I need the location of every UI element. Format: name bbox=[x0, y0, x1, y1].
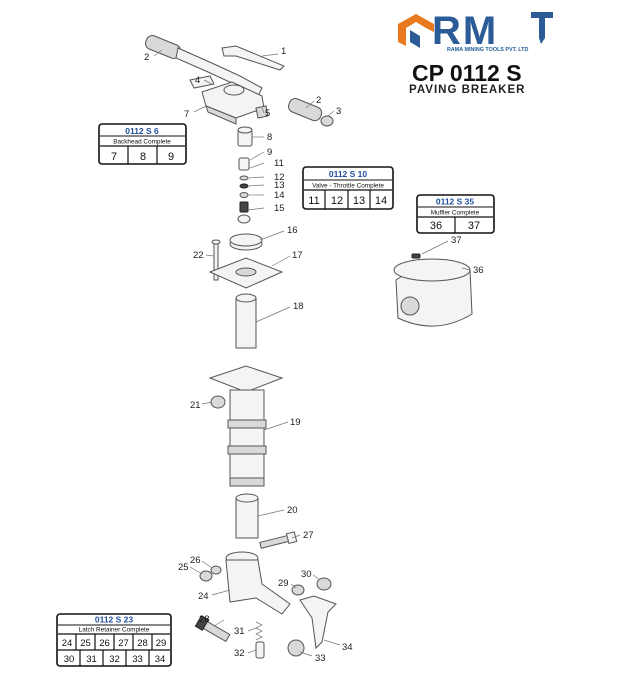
kit-name: Muffler Complete bbox=[431, 210, 480, 217]
leader-lines bbox=[153, 49, 471, 657]
kit-part-cell: 26 bbox=[99, 638, 110, 649]
handle-assembly bbox=[144, 35, 334, 127]
muffler-parts bbox=[393, 253, 473, 327]
callout-31: 31 bbox=[234, 626, 245, 637]
kit-part-cell: 24 bbox=[62, 638, 73, 649]
kit-part-cell: 36 bbox=[430, 220, 442, 232]
kit-part-cell: 8 bbox=[140, 151, 146, 163]
kit-part-cell: 33 bbox=[132, 654, 143, 665]
kit-part-cell: 31 bbox=[86, 654, 97, 665]
kit-box-muffler: 0112 S 35 Muffler Complete 36 37 bbox=[416, 194, 495, 234]
kit-part-cell: 28 bbox=[137, 638, 148, 649]
callout-26: 26 bbox=[190, 555, 201, 566]
company-logo: RM RAMA MINING TOOLS PVT. LTD bbox=[398, 9, 553, 53]
callout-2-right: 2 bbox=[316, 95, 321, 106]
callout-29: 29 bbox=[278, 578, 289, 589]
company-name: RAMA MINING TOOLS PVT. LTD bbox=[447, 47, 528, 53]
callout-3: 3 bbox=[336, 106, 341, 117]
product-subtitle: PAVING BREAKER bbox=[409, 84, 525, 96]
callout-34: 34 bbox=[342, 642, 353, 653]
callout-19: 19 bbox=[290, 417, 301, 428]
callout-12: 12 bbox=[274, 172, 285, 183]
callout-15: 15 bbox=[274, 203, 285, 214]
kit-part-cell: 30 bbox=[64, 654, 75, 665]
model-title: CP 0112 S bbox=[412, 60, 522, 86]
callout-16: 16 bbox=[287, 225, 298, 236]
cylinder-parts bbox=[208, 233, 284, 539]
callout-4: 4 bbox=[195, 75, 200, 86]
front-head-parts bbox=[194, 531, 337, 659]
callout-27: 27 bbox=[303, 530, 314, 541]
callout-36: 36 bbox=[473, 265, 484, 276]
callout-32: 32 bbox=[234, 648, 245, 659]
callout-17: 17 bbox=[292, 250, 303, 261]
callout-20: 20 bbox=[287, 505, 298, 516]
kit-box-valve-throttle: 0112 S 10 Valve - Throttle Complete 11 1… bbox=[302, 166, 394, 210]
callout-25: 25 bbox=[178, 562, 189, 573]
kit-part-cell: 13 bbox=[353, 195, 365, 207]
callout-7: 7 bbox=[184, 109, 189, 120]
kit-code: 0112 S 35 bbox=[436, 197, 475, 207]
callout-22: 22 bbox=[193, 250, 204, 261]
callout-24: 24 bbox=[198, 591, 209, 602]
callout-9: 9 bbox=[267, 147, 272, 158]
callout-30: 30 bbox=[301, 569, 312, 580]
kit-part-cell: 14 bbox=[375, 195, 387, 207]
kit-code: 0112 S 23 bbox=[95, 615, 134, 625]
logo-drill-icon bbox=[531, 12, 553, 44]
kit-part-cell: 9 bbox=[168, 151, 174, 163]
kit-part-cell: 37 bbox=[468, 220, 480, 232]
callout-11: 11 bbox=[274, 158, 284, 169]
kit-box-latch-retainer: 0112 S 23 Latch Retainer Complete 24 25 … bbox=[56, 613, 172, 667]
callout-18: 18 bbox=[293, 301, 304, 312]
kit-part-cell: 27 bbox=[118, 638, 129, 649]
callout-14: 14 bbox=[274, 190, 285, 201]
kit-part-cell: 32 bbox=[109, 654, 120, 665]
callout-37: 37 bbox=[451, 235, 462, 246]
callout-5: 5 bbox=[265, 108, 270, 119]
valve-parts bbox=[237, 126, 253, 224]
kit-name: Backhead Complete bbox=[113, 139, 171, 146]
kit-part-cell: 7 bbox=[111, 151, 117, 163]
callout-8: 8 bbox=[267, 132, 272, 143]
kit-box-backhead: 0112 S 6 Backhead Complete 7 8 9 bbox=[98, 123, 187, 165]
kit-code: 0112 S 6 bbox=[125, 126, 159, 136]
callout-28: 28 bbox=[199, 614, 210, 625]
kit-code: 0112 S 10 bbox=[329, 169, 368, 179]
callout-1: 1 bbox=[281, 46, 286, 57]
kit-part-cell: 34 bbox=[155, 654, 166, 665]
callout-33: 33 bbox=[315, 653, 326, 664]
kit-part-cell: 12 bbox=[331, 195, 343, 207]
callout-21: 21 bbox=[190, 400, 201, 411]
logo-mark-inner-icon bbox=[410, 30, 420, 48]
logo-letters: RM bbox=[432, 9, 498, 53]
kit-part-cell: 11 bbox=[308, 195, 319, 207]
callout-2-left: 2 bbox=[144, 52, 149, 63]
kit-name: Valve - Throttle Complete bbox=[312, 183, 384, 190]
kit-name: Latch Retainer Complete bbox=[79, 627, 150, 634]
kit-part-cell: 25 bbox=[80, 638, 91, 649]
callout-numbers: 1 2 4 5 7 2 3 8 9 11 12 13 14 15 16 17 2… bbox=[144, 46, 484, 664]
kit-part-cell: 29 bbox=[156, 638, 167, 649]
logo-mark-icon bbox=[398, 14, 434, 46]
callout-13: 13 bbox=[274, 180, 285, 191]
